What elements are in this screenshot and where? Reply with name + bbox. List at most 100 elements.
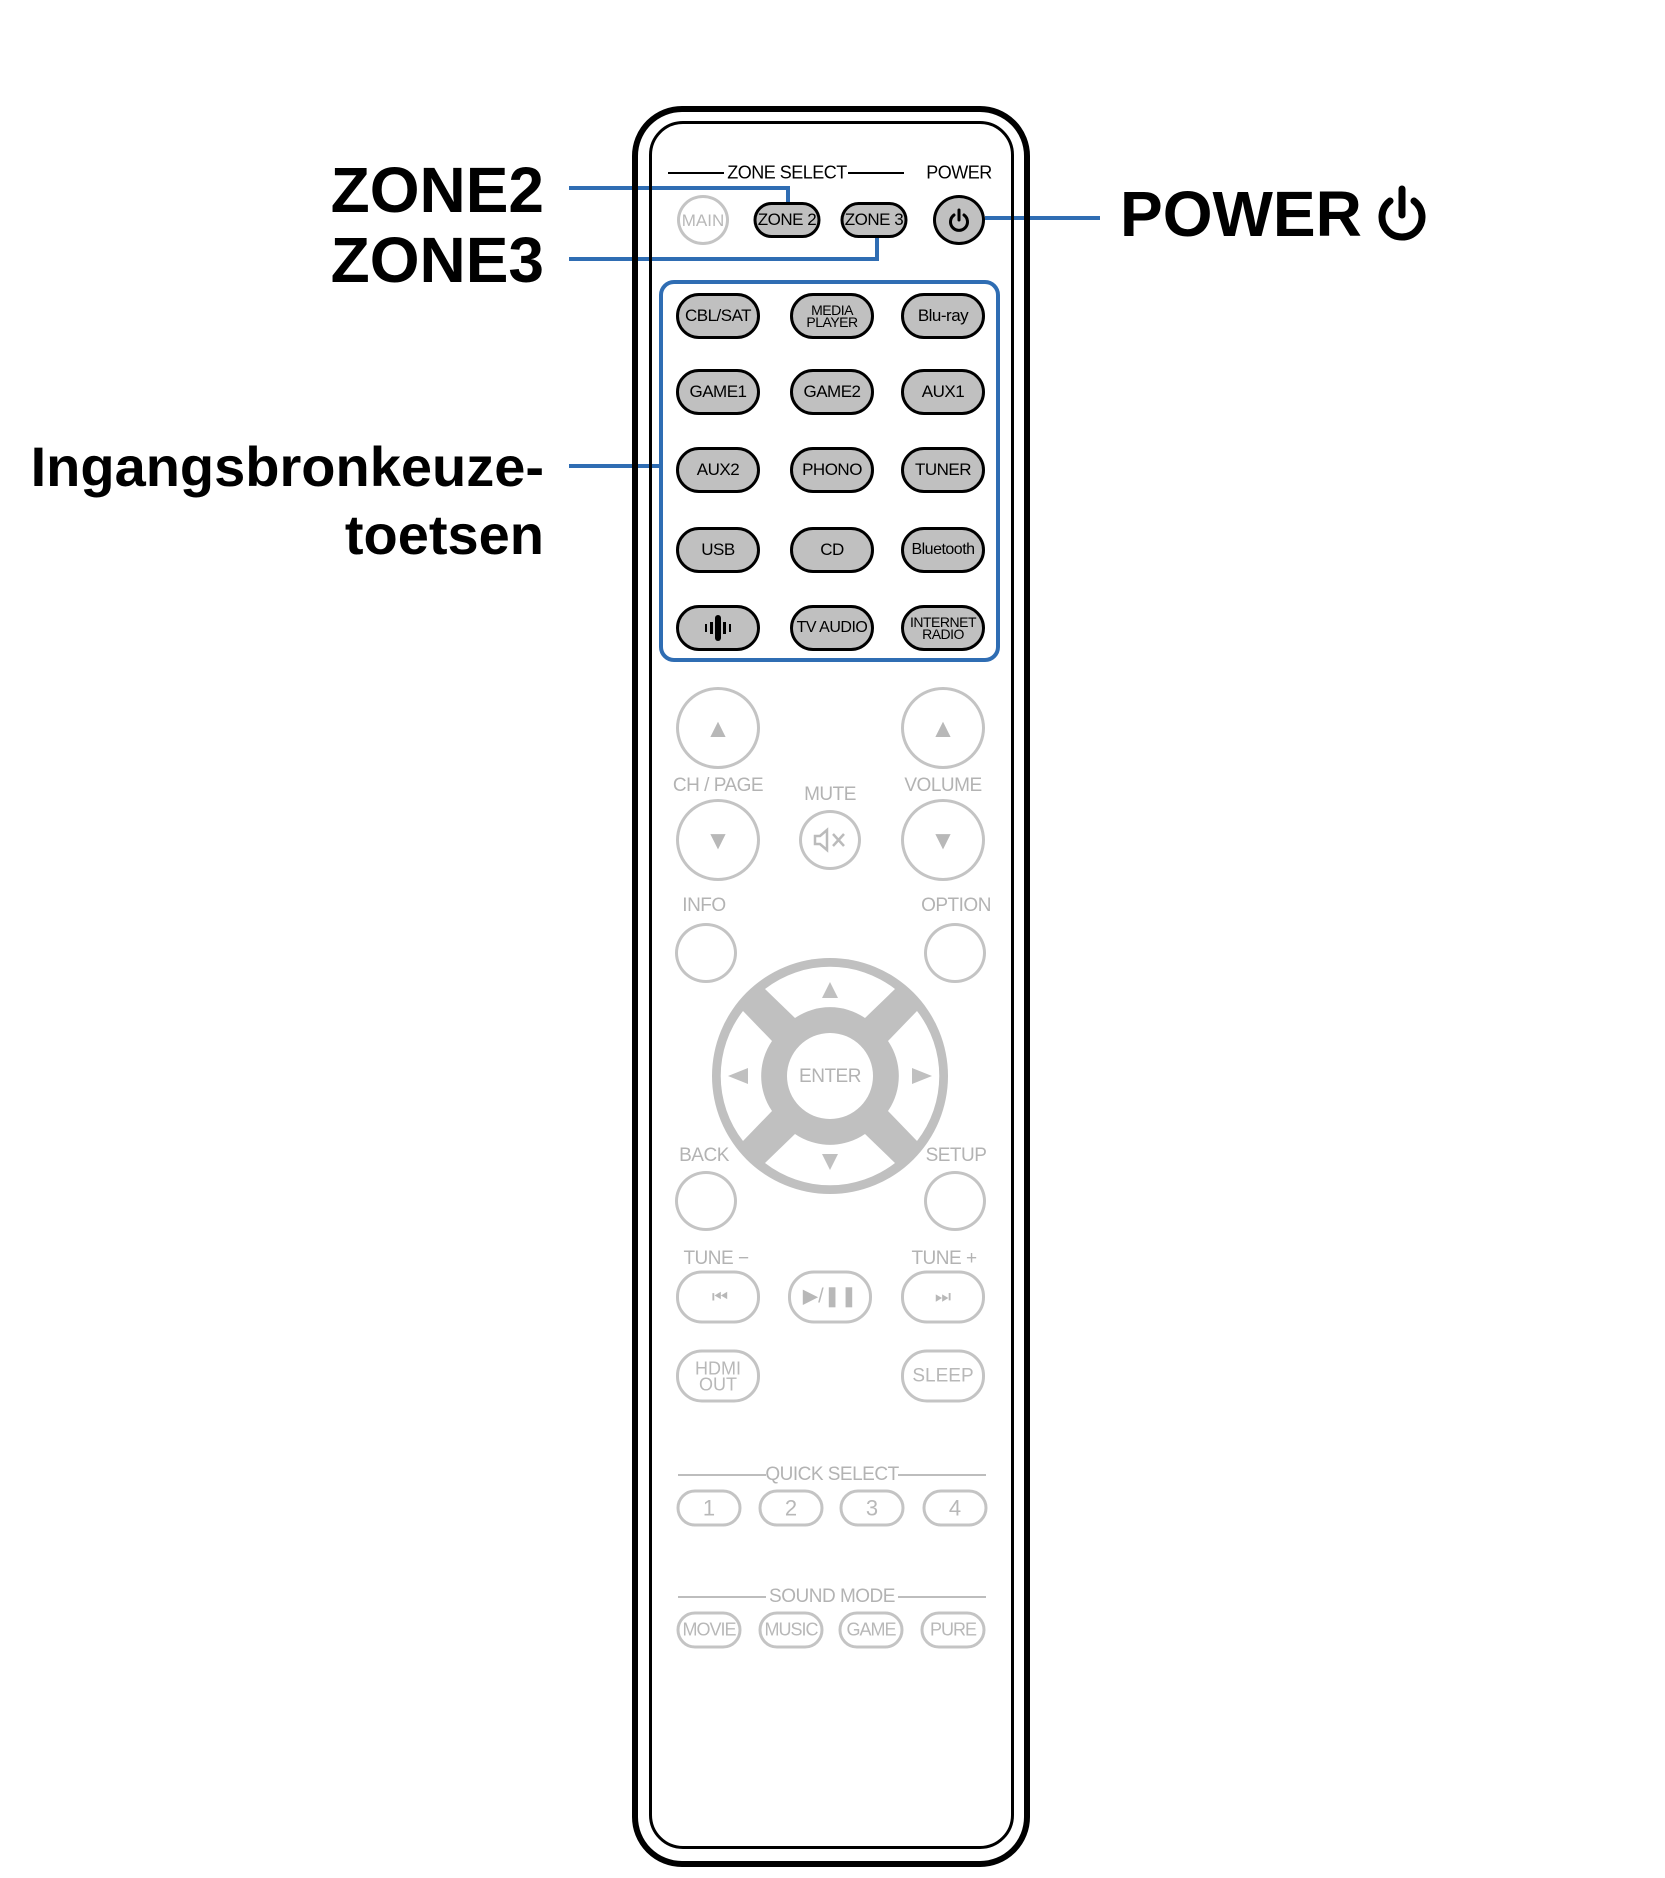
sound-mode-pure-button[interactable]: PURE xyxy=(920,1611,986,1649)
input-label: CBL/SAT xyxy=(684,306,752,325)
input-game1-button[interactable]: GAME1 xyxy=(676,369,760,415)
sound-mode-line-right xyxy=(898,1596,986,1598)
input-label: PHONO xyxy=(802,460,862,479)
input-label: Bluetooth xyxy=(911,541,975,558)
sleep-button[interactable]: SLEEP xyxy=(901,1349,985,1403)
power-icon xyxy=(1378,185,1426,241)
input-blu-ray-button[interactable]: Blu-ray xyxy=(901,293,985,339)
input-label: INTERNET xyxy=(910,614,977,630)
input-label-line2: RADIO xyxy=(922,626,964,642)
main-button[interactable]: MAIN xyxy=(677,195,729,245)
sound-mode-line-left xyxy=(678,1596,766,1598)
setup-button[interactable] xyxy=(924,1171,986,1231)
info-button[interactable] xyxy=(675,923,737,983)
quick-select-3-button[interactable]: 3 xyxy=(839,1489,905,1527)
info-label: INFO xyxy=(682,895,726,916)
hdmi-out-label-2: OUT xyxy=(699,1374,737,1394)
quick-select-line-left xyxy=(678,1474,766,1476)
heos-icon xyxy=(705,615,731,641)
enter-button[interactable] xyxy=(787,1033,873,1119)
left-arrow-icon xyxy=(728,1068,748,1084)
input-label: CD xyxy=(820,540,844,559)
zone2-leader-line xyxy=(569,186,790,190)
input-phono-button[interactable]: PHONO xyxy=(790,447,874,493)
callout-input-line1: Ingangsbronkeuze- xyxy=(30,435,544,498)
input-label: Blu-ray xyxy=(917,306,969,325)
down-triangle-icon: ▼ xyxy=(930,824,956,855)
callout-zone3: ZONE3 xyxy=(330,224,544,296)
zone-select-label: ZONE SELECT xyxy=(727,162,847,183)
skip-back-icon: ⏮ xyxy=(711,1286,728,1307)
zone-select-line-right xyxy=(848,172,904,174)
sound-mode-game-button[interactable]: GAME xyxy=(838,1611,904,1649)
down-arrow-icon xyxy=(822,1154,838,1170)
next-track-button[interactable]: ⏭ xyxy=(901,1270,985,1324)
input-cd-button[interactable]: CD xyxy=(790,527,874,573)
ch-page-up-button[interactable]: ▲ xyxy=(676,687,760,769)
quick-select-2-button[interactable]: 2 xyxy=(758,1489,824,1527)
callout-power: POWER xyxy=(1120,180,1428,248)
mute-button[interactable] xyxy=(799,810,861,870)
callout-input-line2: toetsen xyxy=(344,503,544,566)
down-triangle-icon: ▼ xyxy=(705,824,731,855)
up-triangle-icon: ▲ xyxy=(705,712,731,743)
power-icon xyxy=(949,208,969,232)
zone3-leader-rise xyxy=(875,238,879,261)
up-arrow-icon xyxy=(822,982,838,998)
back-label: BACK xyxy=(679,1145,729,1166)
option-button[interactable] xyxy=(924,923,986,983)
zone3-leader-line xyxy=(569,257,879,261)
quick-select-4-button[interactable]: 4 xyxy=(922,1489,988,1527)
input-tuner-button[interactable]: TUNER xyxy=(901,447,985,493)
remote-outer-body xyxy=(632,106,1030,1867)
play-pause-icon: ▶/❚❚ xyxy=(802,1285,858,1308)
volume-up-button[interactable]: ▲ xyxy=(901,687,985,769)
input-game2-button[interactable]: GAME2 xyxy=(790,369,874,415)
input-source-highlight-box xyxy=(659,280,1000,662)
input-bluetooth-button[interactable]: Bluetooth xyxy=(901,527,985,573)
input-tv-audio-button[interactable]: TV AUDIO xyxy=(790,605,874,651)
input-aux1-button[interactable]: AUX1 xyxy=(901,369,985,415)
setup-label: SETUP xyxy=(925,1145,987,1166)
input-label: TV AUDIO xyxy=(796,619,868,636)
input-heos-button[interactable] xyxy=(676,605,760,651)
power-button[interactable] xyxy=(933,195,985,245)
power-leader-line xyxy=(985,216,1100,220)
volume-down-button[interactable]: ▼ xyxy=(901,799,985,881)
input-label-line2: PLAYER xyxy=(806,314,858,330)
input-cbl-sat-button[interactable]: CBL/SAT xyxy=(676,293,760,339)
zone2-leader-drop xyxy=(786,186,790,203)
option-label: OPTION xyxy=(921,895,991,916)
sound-mode-music-button[interactable]: MUSIC xyxy=(758,1611,824,1649)
zone3-button[interactable]: ZONE 3 xyxy=(840,202,908,238)
tune-minus-label: TUNE − xyxy=(683,1248,749,1269)
callout-power-text: POWER xyxy=(1120,178,1362,250)
up-triangle-icon: ▲ xyxy=(930,712,956,743)
input-leader-line xyxy=(569,464,661,468)
enter-label: ENTER xyxy=(799,1066,861,1087)
directional-pad xyxy=(712,958,948,1194)
remote-inner-body xyxy=(649,121,1014,1849)
input-usb-button[interactable]: USB xyxy=(676,527,760,573)
zone-select-line-left xyxy=(668,172,724,174)
right-arrow-icon xyxy=(912,1068,932,1084)
input-aux2-button[interactable]: AUX2 xyxy=(676,447,760,493)
hdmi-out-button[interactable]: HDMI OUT xyxy=(676,1349,760,1403)
ch-page-down-button[interactable]: ▼ xyxy=(676,799,760,881)
ch-page-label: CH / PAGE xyxy=(672,775,764,796)
callout-zone2: ZONE2 xyxy=(330,154,544,226)
input-label: MEDIA xyxy=(811,302,853,318)
sound-mode-label: SOUND MODE xyxy=(769,1586,895,1607)
previous-track-button[interactable]: ⏮ xyxy=(676,1270,760,1324)
input-label: AUX2 xyxy=(696,460,740,479)
input-label: AUX1 xyxy=(921,382,965,401)
zone2-button[interactable]: ZONE 2 xyxy=(753,202,821,238)
play-pause-button[interactable]: ▶/❚❚ xyxy=(788,1270,872,1324)
input-label: GAME1 xyxy=(689,382,747,401)
back-button[interactable] xyxy=(675,1171,737,1231)
volume-label: VOLUME xyxy=(904,775,982,796)
quick-select-1-button[interactable]: 1 xyxy=(676,1489,742,1527)
sound-mode-movie-button[interactable]: MOVIE xyxy=(676,1611,742,1649)
